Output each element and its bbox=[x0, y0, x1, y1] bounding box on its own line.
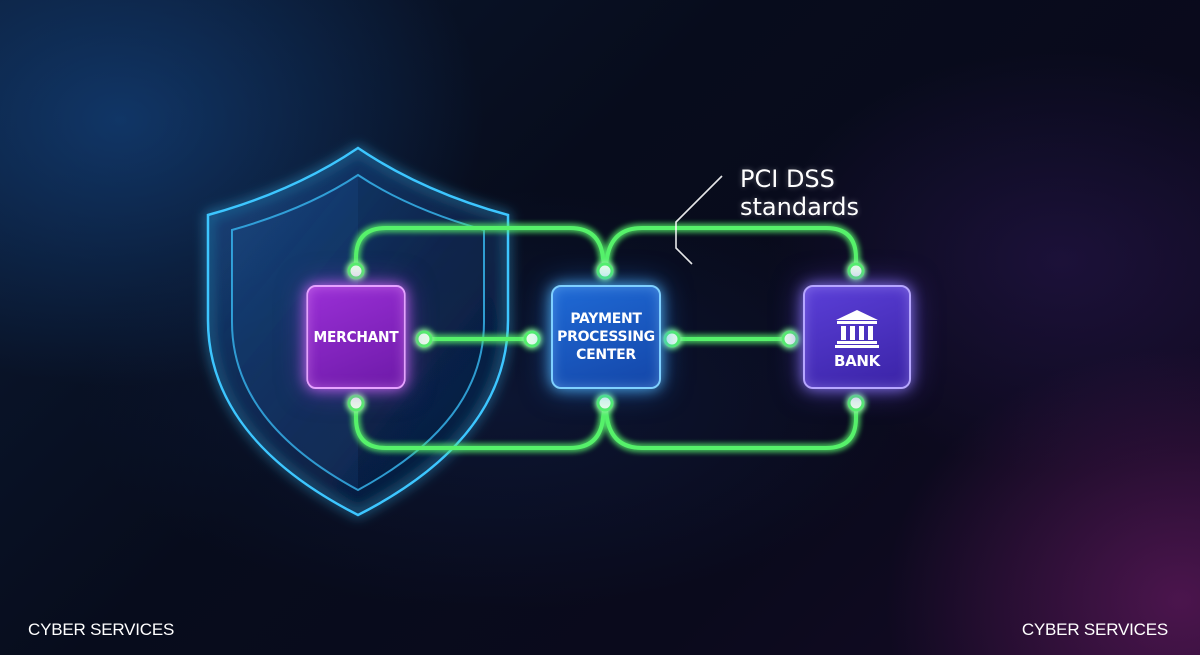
merchant-label: MERCHANT bbox=[313, 328, 399, 346]
watermark-left: CYBER SERVICES bbox=[28, 620, 175, 639]
connector-dot bbox=[663, 330, 681, 348]
annotation-line-1: PCI DSS bbox=[740, 165, 835, 193]
connector-dot bbox=[847, 394, 865, 412]
annotation-line-2: standards bbox=[740, 193, 859, 221]
link-bottom-ppc-bank bbox=[603, 402, 858, 450]
payment-processing-center-node: PAYMENT PROCESSING CENTER bbox=[551, 285, 661, 389]
watermark-right: CYBER SERVICES bbox=[1021, 620, 1168, 639]
connector-dot bbox=[847, 262, 865, 280]
connector-dot bbox=[347, 394, 365, 412]
connector-dot bbox=[347, 262, 365, 280]
connector-dots bbox=[347, 262, 865, 412]
bank-node: BANK bbox=[803, 285, 911, 389]
ppc-label-line-2: PROCESSING bbox=[557, 329, 655, 345]
ppc-label-line-3: CENTER bbox=[576, 347, 636, 363]
link-top-ppc-bank bbox=[603, 226, 858, 272]
link-bottom-merchant-ppc bbox=[354, 402, 607, 450]
annotation-leader-line bbox=[675, 175, 723, 265]
connector-dot bbox=[415, 330, 433, 348]
bank-label: BANK bbox=[833, 352, 881, 370]
connection-links bbox=[354, 226, 858, 450]
connector-dot bbox=[523, 330, 541, 348]
pci-dss-annotation: PCI DSS standards bbox=[740, 165, 859, 221]
merchant-node: MERCHANT bbox=[306, 285, 406, 389]
connector-dot bbox=[596, 394, 614, 412]
connector-dot bbox=[781, 330, 799, 348]
bank-building-icon bbox=[835, 310, 879, 348]
link-top-merchant-ppc bbox=[354, 226, 607, 272]
connector-dot bbox=[596, 262, 614, 280]
ppc-label-line-1: PAYMENT bbox=[570, 311, 642, 327]
